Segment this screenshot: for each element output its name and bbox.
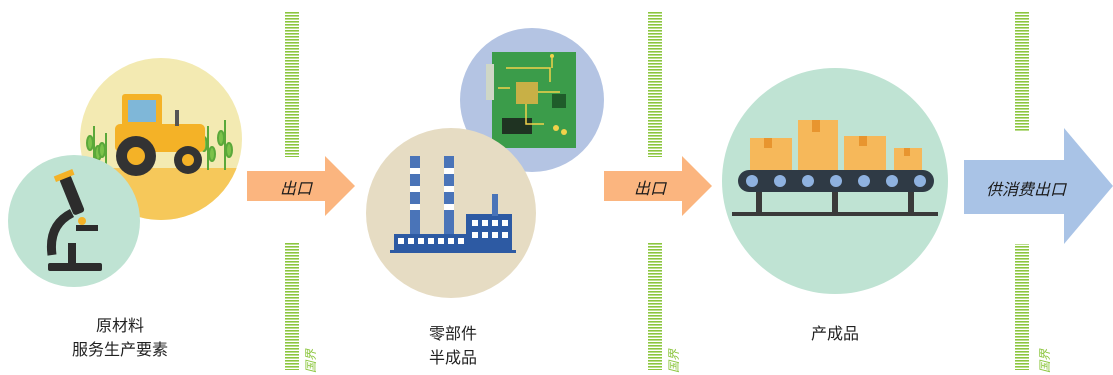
stage-label-line1: 产成品 — [810, 324, 859, 343]
circuit-board-icon — [486, 52, 576, 148]
arrow-shape — [247, 156, 355, 216]
export-arrow-2 — [604, 156, 712, 216]
export-arrow-1 — [247, 156, 355, 216]
stage-label-line2: 服务生产要素 — [71, 340, 168, 359]
border-line-2 — [648, 12, 662, 370]
stage-label-line1: 原材料 — [95, 316, 144, 335]
consumption-export-arrow — [964, 128, 1113, 244]
farm-circle — [80, 58, 242, 220]
electronics-circle — [460, 28, 604, 172]
arrow-shape — [604, 156, 712, 216]
stage-label-line1: 零部件 — [428, 324, 477, 343]
stage-label-line2: 半成品 — [428, 348, 477, 367]
stage-label-components: 零部件 半成品 — [403, 322, 503, 370]
factory-icon — [390, 156, 516, 253]
arrow-shape — [964, 128, 1113, 244]
conveyor-circle — [722, 68, 948, 294]
consumption-export-arrow-label: 供消费出口 — [986, 180, 1067, 199]
microscope-icon — [46, 169, 102, 271]
stage-label-raw-materials: 原材料 服务生产要素 — [40, 314, 200, 362]
border-label-2: 国界 — [667, 348, 681, 373]
export-arrow-1-label: 出口 — [280, 179, 313, 198]
export-arrow-2-label: 出口 — [634, 179, 667, 198]
border-line-3 — [1015, 12, 1029, 370]
border-line-1 — [285, 12, 299, 370]
factory-circle — [366, 128, 536, 298]
border-label-3: 国界 — [1038, 348, 1052, 373]
border-label-1: 国界 — [304, 348, 318, 373]
stage-label-finished-goods: 产成品 — [775, 322, 895, 346]
science-circle — [8, 155, 140, 287]
conveyor-belt-icon — [732, 120, 938, 216]
